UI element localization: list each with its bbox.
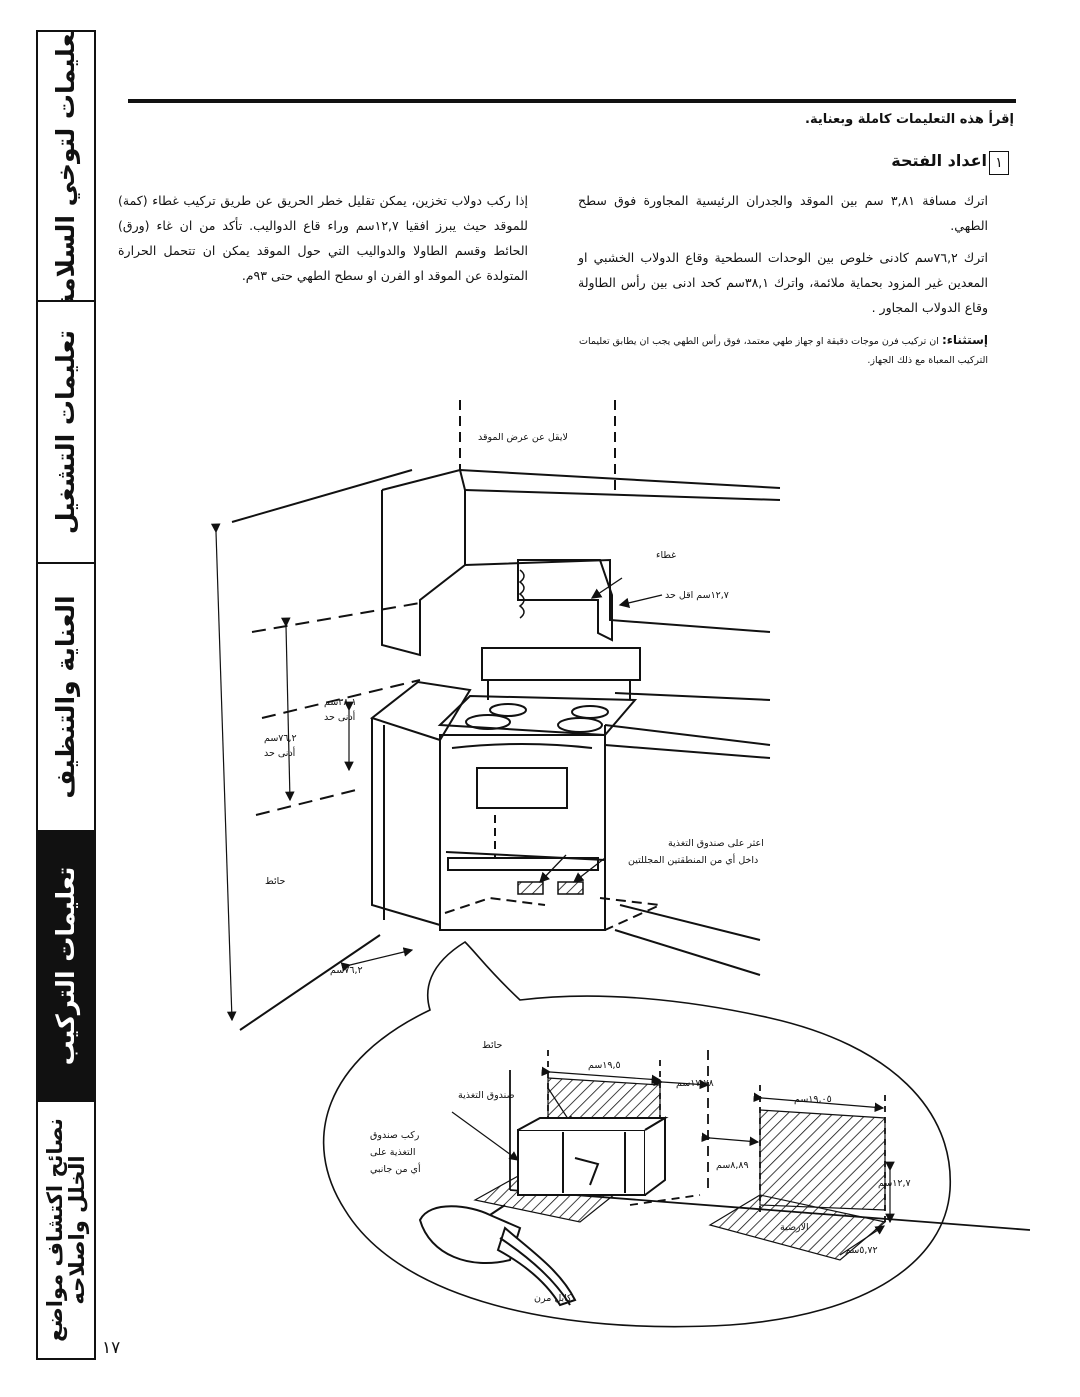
header-rule	[128, 99, 1016, 103]
label-8-89: ٨,٨٩سم	[716, 1160, 749, 1171]
label-wall-1: حائط	[265, 876, 286, 887]
page-number: ١٧	[102, 1338, 121, 1358]
paragraph-hood-warning: إذا ركب دولاب تخزين، يمكن تقليل خطر الحر…	[118, 193, 528, 283]
label-floor: الارضية	[780, 1222, 809, 1233]
section-title: اعداد الفتحة	[891, 151, 987, 170]
paragraph-clearance-cabinets: اترك ٧٦,٢سم كادنى خلوص بين الوحدات السطح…	[578, 250, 989, 315]
label-38-1: ٣٨,١سم	[324, 697, 357, 708]
label-5-72: ٥,٧٢سم	[845, 1245, 878, 1256]
tab-care[interactable]: العناية والتنظيف	[38, 564, 94, 832]
label-min-width: لايقل عن عرض الموقد	[478, 432, 568, 443]
tab-installation[interactable]: تعليمات التركيب	[38, 832, 94, 1102]
label-19-05: ١٩,٠٥سم	[794, 1094, 832, 1105]
label-76-2: ٧٦,٢سم	[264, 733, 297, 744]
label-inside-shaded: داخل أي من المنطقتين المجللتين	[628, 855, 759, 866]
label-76-2-floor: ٧٦,٢سم	[330, 965, 363, 976]
label-mount-2: التغذية على	[370, 1147, 416, 1158]
label-wall-2: حائط	[482, 1040, 503, 1051]
label-17-78: ١٧,٧٨سم	[676, 1078, 714, 1089]
label-mount-3: أي من جانبي	[370, 1164, 421, 1175]
exception-label: إستثناء:	[941, 333, 988, 347]
paragraph-clearance-walls: اترك مسافة ٣,٨١ سم بين الموقد والجدران ا…	[578, 193, 988, 233]
label-12-7: ١٢,٧سم	[878, 1178, 911, 1189]
page-header: إقرأ هذه التعليمات كاملة وبعناية.	[805, 112, 1014, 127]
label-19-5: ١٩,٥سم	[588, 1060, 621, 1071]
label-find-box: اعثر على صندوق التغذية	[668, 838, 764, 849]
tab-operating[interactable]: تعليمات التشغيل	[38, 302, 94, 564]
label-flex-cable: كابل مرن	[534, 1293, 572, 1304]
label-12-7-min: ١٢,٧سم اقل حد	[665, 590, 729, 601]
exception-note: إستثناء: ان تركيب فرن موجات دقيقة او جها…	[570, 331, 988, 370]
label-hood: غطاء	[656, 550, 677, 561]
exception-text: ان تركيب فرن موجات دقيقة او جهاز طهي معت…	[579, 336, 988, 366]
label-mount-1: ركب صندوق	[370, 1130, 420, 1141]
label-junction-box: صندوق التغذية	[458, 1090, 515, 1101]
tab-safety[interactable]: تعليمات لتوخي السلامة	[38, 32, 94, 302]
label-min-2: أدنى حد	[264, 748, 296, 759]
sidebar-nav: تعليمات لتوخي السلامة تعليمات التشغيل ال…	[36, 30, 96, 1360]
label-min-1: أدنى حد	[324, 712, 356, 723]
section-number: ١	[989, 151, 1009, 175]
